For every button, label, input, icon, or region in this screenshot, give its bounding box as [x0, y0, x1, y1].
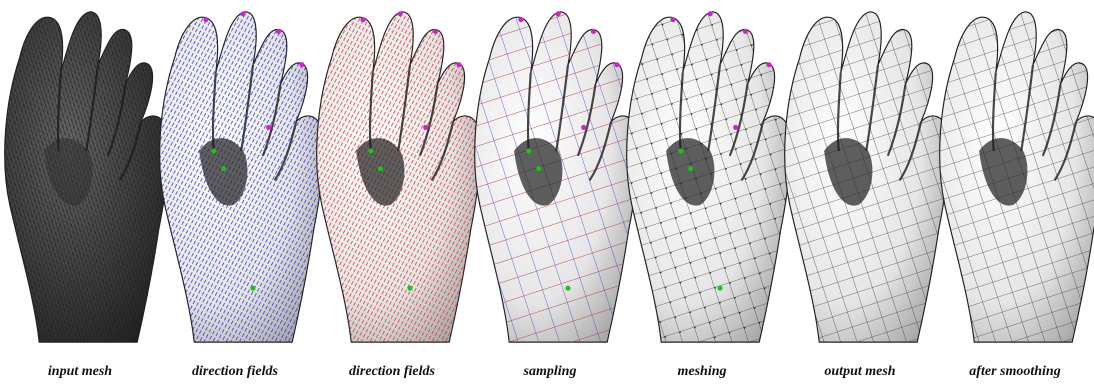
singularity-marker: [203, 17, 208, 22]
singularity-marker: [678, 148, 683, 153]
singularity-marker: [670, 17, 675, 22]
singularity-marker: [536, 166, 541, 171]
singularity-marker: [211, 148, 216, 153]
singularity-marker: [614, 62, 619, 67]
singularity-marker: [221, 166, 226, 171]
singularity-marker: [398, 11, 403, 16]
singularity-marker: [688, 166, 693, 171]
singularity-marker: [526, 148, 531, 153]
singularity-marker: [250, 286, 255, 291]
singularity-marker: [276, 29, 281, 34]
singularity-marker: [299, 62, 304, 67]
singularity-marker: [743, 29, 748, 34]
panel-6: [785, 12, 949, 342]
panel-7: [940, 12, 1094, 342]
panel-caption: meshing: [627, 361, 777, 383]
panel-1: [5, 12, 169, 342]
singularity-marker: [368, 148, 373, 153]
panel-4: [475, 11, 639, 342]
singularity-marker: [266, 125, 271, 130]
singularity-marker: [766, 62, 771, 67]
singularity-marker: [433, 29, 438, 34]
singularity-marker: [241, 11, 246, 16]
panel-caption: after smoothing: [940, 361, 1090, 383]
singularity-marker: [581, 125, 586, 130]
singularity-marker: [518, 17, 523, 22]
panel-3: [317, 11, 481, 342]
singularity-marker: [407, 286, 412, 291]
singularity-marker: [708, 11, 713, 16]
singularity-marker: [456, 62, 461, 67]
singularity-marker: [423, 125, 428, 130]
singularity-marker: [556, 11, 561, 16]
singularity-marker: [591, 29, 596, 34]
singularity-marker: [378, 166, 383, 171]
panel-5: [627, 11, 791, 342]
panel-caption: input mesh: [5, 361, 155, 383]
singularity-marker: [717, 286, 722, 291]
panel-caption: direction fields: [317, 361, 467, 383]
singularity-marker: [565, 286, 570, 291]
singularity-marker: [733, 125, 738, 130]
panel-caption: sampling: [475, 361, 625, 383]
singularity-marker: [360, 17, 365, 22]
panel-caption: output mesh: [785, 361, 935, 383]
panel-2: [160, 11, 324, 342]
panel-caption: direction fields: [160, 361, 310, 383]
